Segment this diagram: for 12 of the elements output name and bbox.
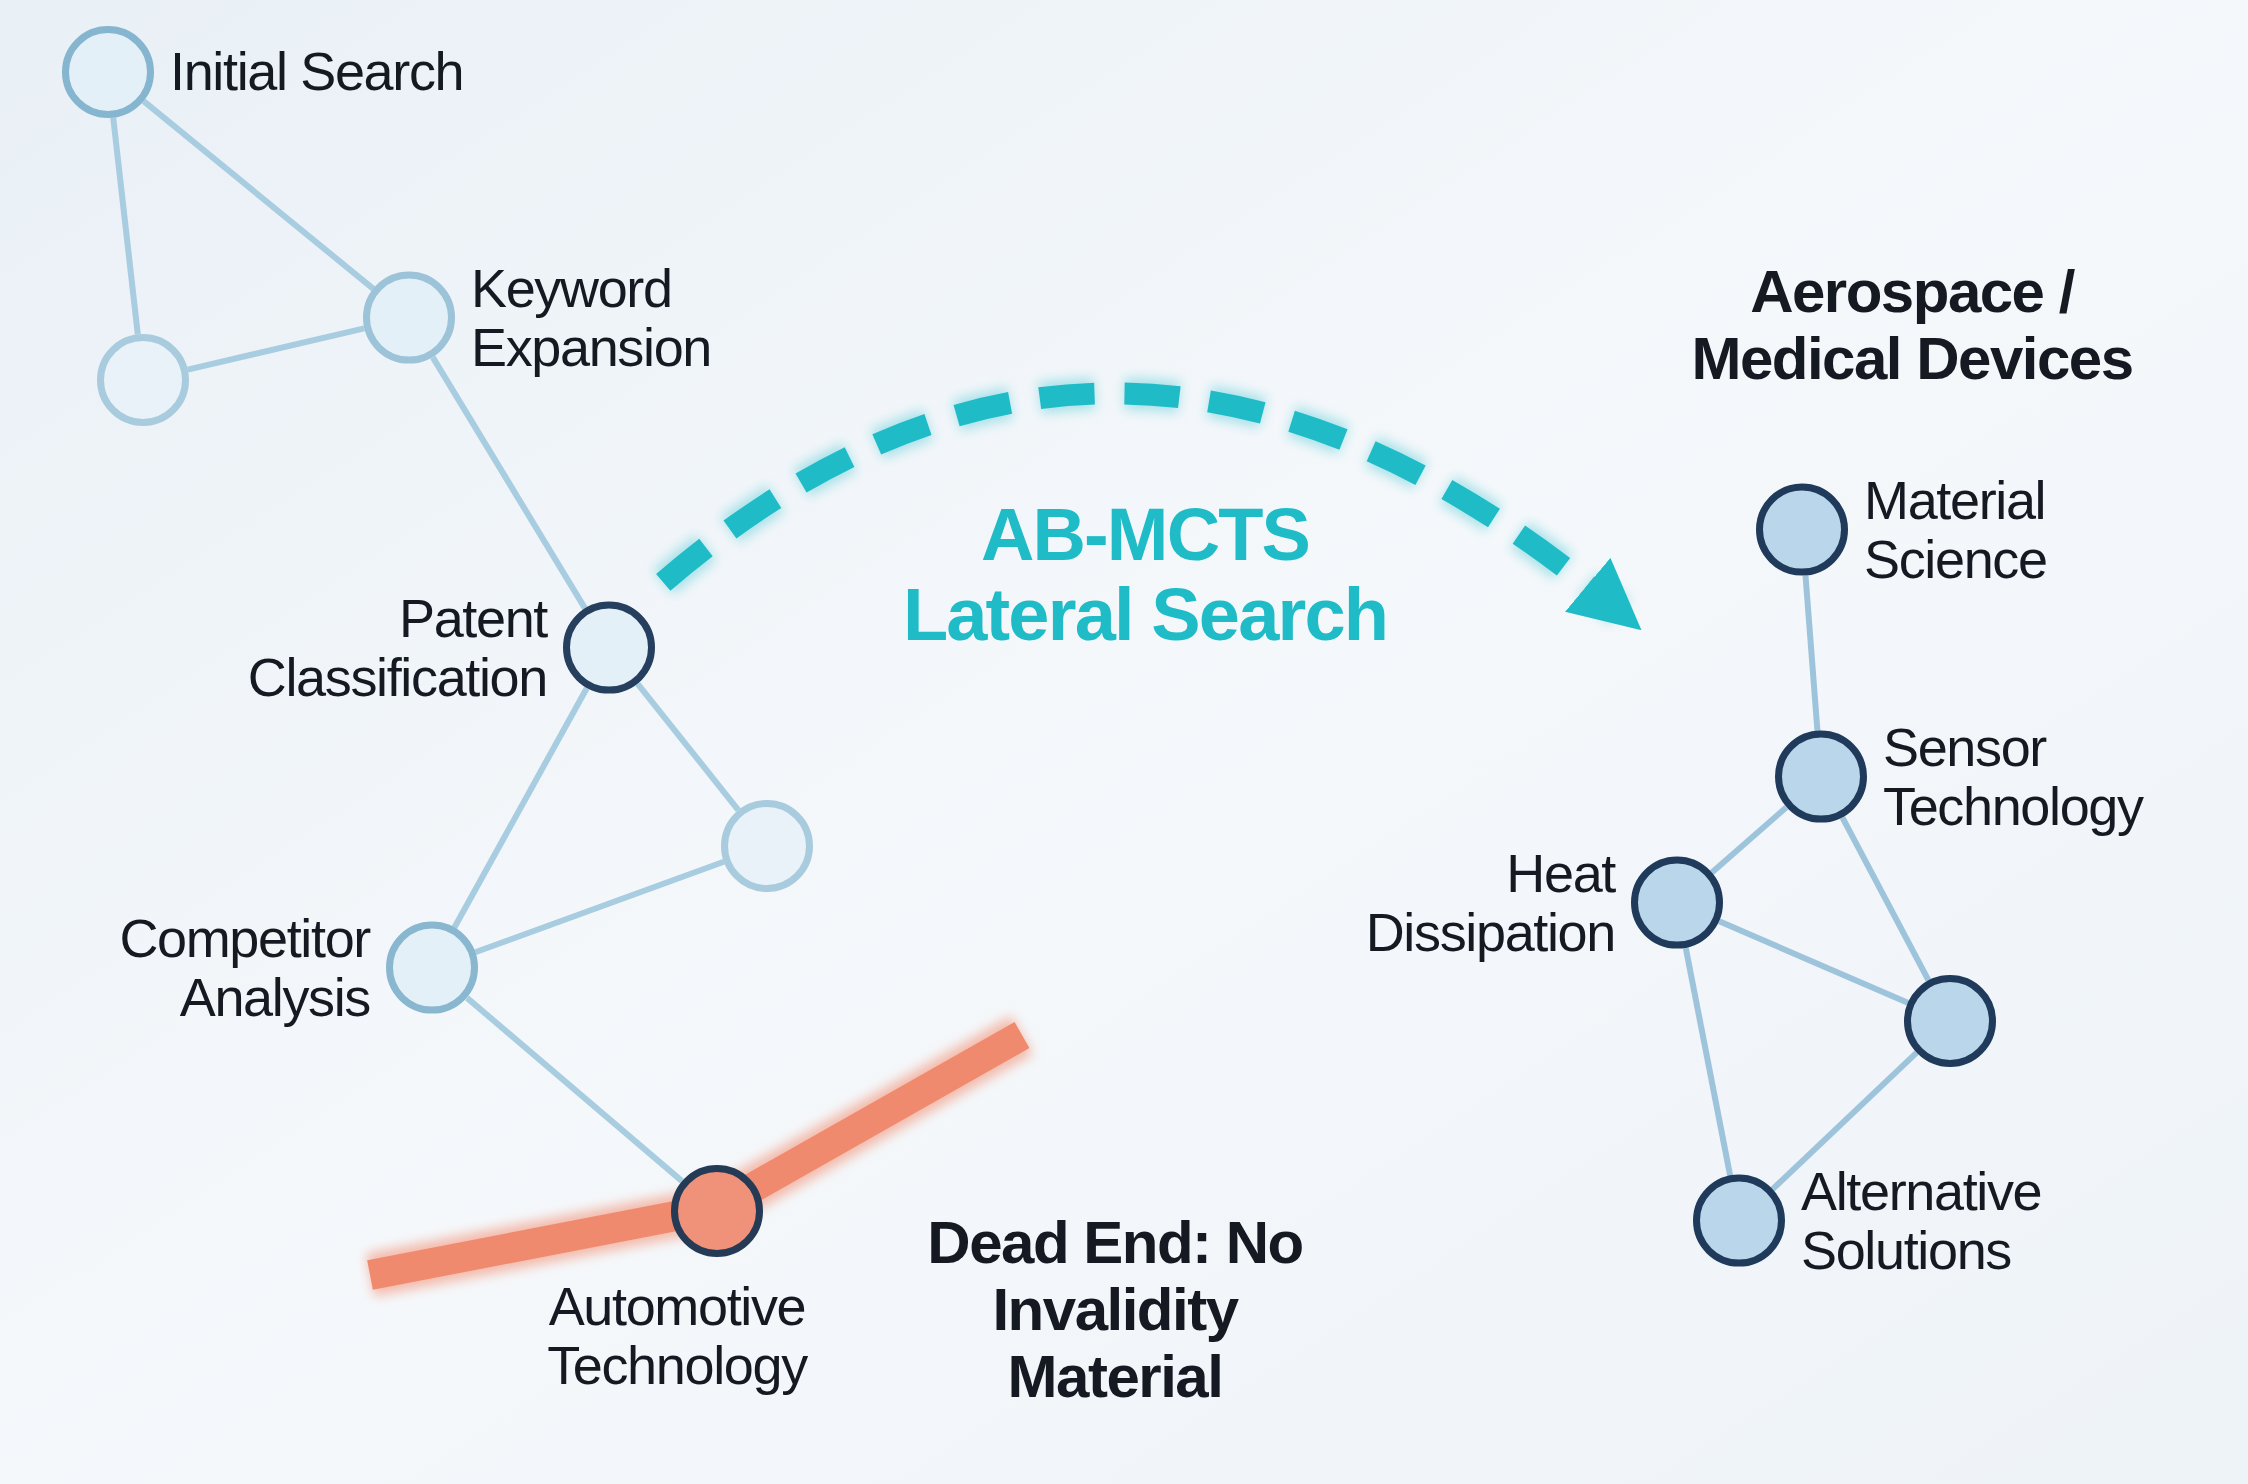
node-label: Heat Dissipation [1364,843,1615,963]
node-label: Initial Search [170,42,465,102]
node-label: Patent Classification [246,588,547,708]
node-label: Material Science [1864,470,2048,590]
node-label: Sensor Technology [1883,717,2145,837]
node-label: Automotive Technology [546,1277,809,1396]
node-label: Competitor Analysis [118,908,370,1028]
heading-label: Aerospace / Medical Devices [1690,257,2134,393]
node-label: Alternative Solutions [1801,1161,2043,1281]
edge-label: AB-MCTS Lateral Search [901,495,1389,655]
heading-label: Dead End: No Invalidity Material [926,1209,1304,1411]
node-label: Keyword Expansion [471,258,713,378]
